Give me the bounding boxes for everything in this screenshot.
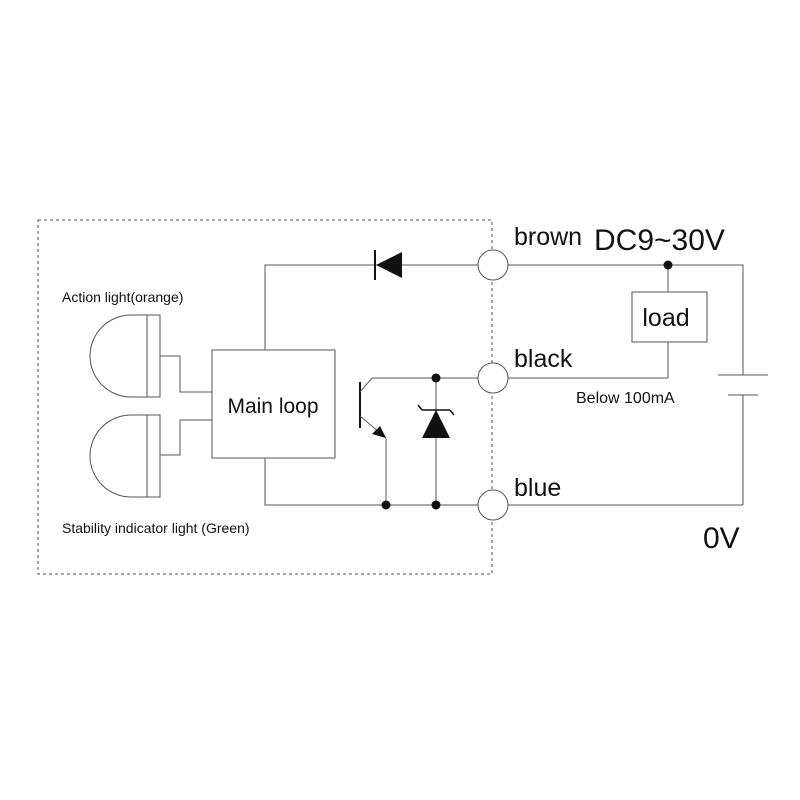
current-limit-label: Below 100mA	[576, 390, 675, 407]
action-light-icon	[89, 314, 161, 398]
circuit-wires	[160, 264, 744, 506]
junction-dots	[381, 260, 673, 510]
zero-volt-label: 0V	[703, 522, 740, 555]
action-light-label: Action light(orange)	[62, 289, 183, 305]
blue-wire-label: blue	[514, 474, 561, 502]
terminals	[477, 249, 509, 521]
terminal-black	[477, 362, 509, 394]
load-box	[631, 291, 708, 343]
zener-diode	[417, 404, 455, 438]
junction-dot-load	[663, 260, 673, 270]
brown-wire-label: brown	[514, 223, 582, 251]
junction-dot-black	[431, 373, 441, 383]
terminal-blue	[477, 489, 509, 521]
stability-light-icon	[89, 414, 161, 498]
npn-transistor	[359, 377, 387, 439]
main-loop-label: Main loop	[227, 395, 318, 418]
junction-dot-blue-zener	[431, 500, 441, 510]
battery-symbol	[718, 374, 768, 396]
dc-voltage-label: DC9~30V	[594, 224, 725, 257]
main-loop-box	[211, 349, 336, 459]
protection-diode	[374, 250, 402, 280]
load-label: load	[642, 304, 689, 332]
junction-dot-blue-emitter	[381, 500, 391, 510]
terminal-brown	[477, 249, 509, 281]
stability-light-label: Stability indicator light (Green)	[62, 520, 250, 536]
black-wire-label: black	[514, 345, 573, 373]
sensor-housing-boundary	[37, 219, 493, 575]
